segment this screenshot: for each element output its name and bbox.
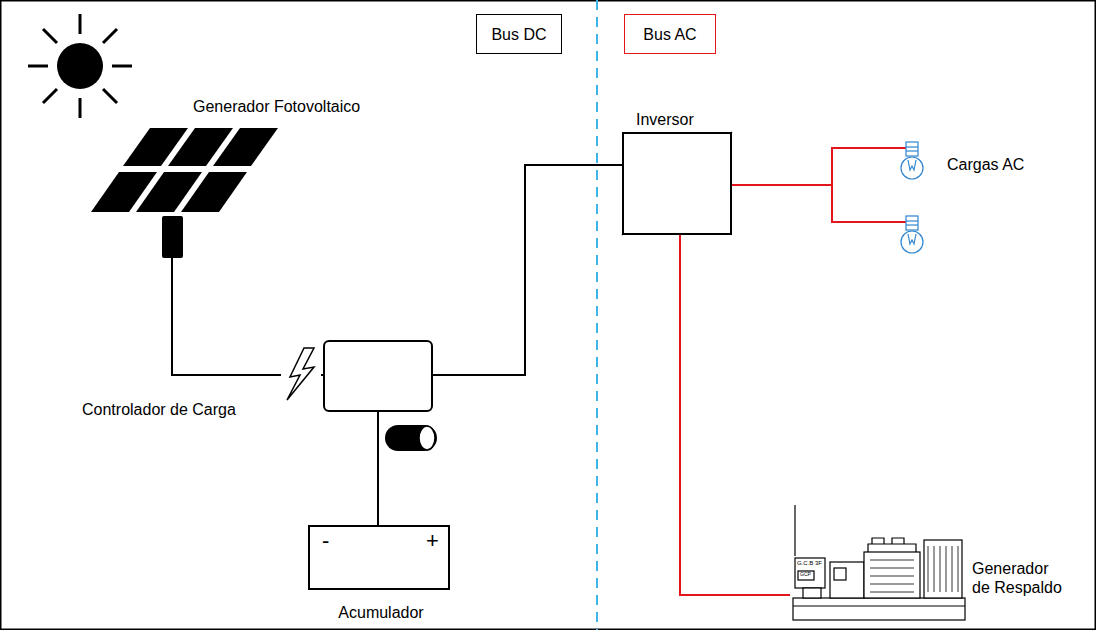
inverter: Inversor — [622, 132, 732, 235]
ac-loads: Cargas AC — [889, 128, 1039, 263]
node-label: Generador Fotovoltaico — [193, 97, 360, 116]
pv-generator: Generador Fotovoltaico — [85, 125, 281, 258]
wire-connector — [377, 412, 379, 525]
terminal-sign: - — [322, 531, 329, 550]
battery: -+Acumulador — [308, 525, 450, 590]
diesel-generator — [793, 505, 965, 620]
fuse-cylinder — [385, 425, 437, 451]
bus-label-box: Bus DC — [476, 14, 562, 54]
node-label: Cargas AC — [947, 155, 1024, 174]
node-label: Controlador de Carga — [82, 400, 236, 419]
node-label: Bus AC — [643, 25, 696, 44]
panel-label: G.C.B 3F — [797, 560, 822, 566]
terminal-sign: + — [426, 531, 439, 550]
lightning-symbol — [287, 348, 314, 400]
light-bulb — [901, 142, 923, 253]
node-label: Bus DC — [491, 25, 546, 44]
panel-label: GCP — [800, 572, 811, 577]
wire-connector — [433, 165, 622, 375]
node-label: Acumulador — [310, 603, 452, 622]
backup-generator: Generador de Respaldo — [790, 535, 968, 625]
bus-divider — [596, 0, 598, 630]
inverter-symbol — [622, 132, 732, 235]
bus-label-box: Bus AC — [624, 14, 716, 54]
node-label: Inversor — [636, 110, 694, 129]
node-label: Generador de Respaldo — [972, 559, 1068, 597]
wire-connector — [732, 148, 889, 185]
solar-panel — [91, 128, 278, 258]
charge-controller: Controlador de Carga — [323, 340, 433, 412]
load-wiring — [832, 148, 906, 222]
wire-connector — [680, 235, 790, 595]
sun-icon — [28, 14, 132, 118]
